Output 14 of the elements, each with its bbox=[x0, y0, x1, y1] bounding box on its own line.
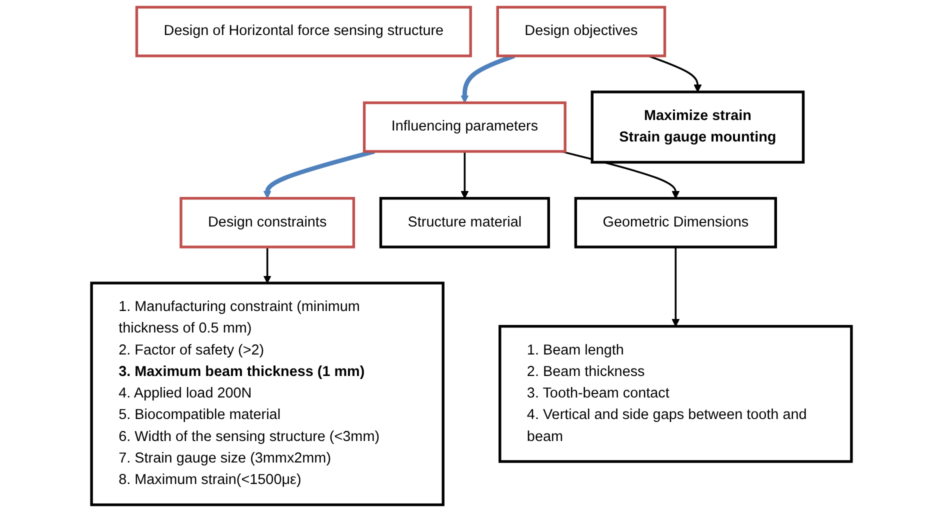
arrow bbox=[648, 55, 702, 92]
node-box: 1. Beam length 2. Beam thickness 3. Tooth-beam contact 4. Vertical and side gaps between tooth and beam bbox=[498, 324, 853, 463]
node-box: Geometric Dimensions bbox=[574, 196, 777, 248]
node-box: Design of Horizontal force sensing structure bbox=[135, 6, 472, 58]
node-box: Design constraints bbox=[180, 196, 356, 248]
arrow bbox=[672, 246, 680, 327]
arrow bbox=[263, 246, 272, 284]
arrow bbox=[460, 151, 469, 199]
node-box: Maximize strain Strain gauge mounting bbox=[590, 90, 805, 164]
node-box: Influencing parameters bbox=[362, 101, 566, 153]
arrow bbox=[263, 149, 375, 199]
node-box: 1. Manufacturing constraint (minimum thickness of 0.5 mm) 2. Factor of safety (>2) 3. Maximum beam thickness (1 mm) 4. Applied load 200N 5. Biocompatible material 6. Width of the sensing structure (<3mm) 7. Strain gauge size (3mmx2mm) 8. Maximum strain(<1500με) bbox=[90, 282, 444, 506]
node-box: Design objectives bbox=[496, 6, 666, 58]
node-box: Structure material bbox=[379, 196, 550, 248]
